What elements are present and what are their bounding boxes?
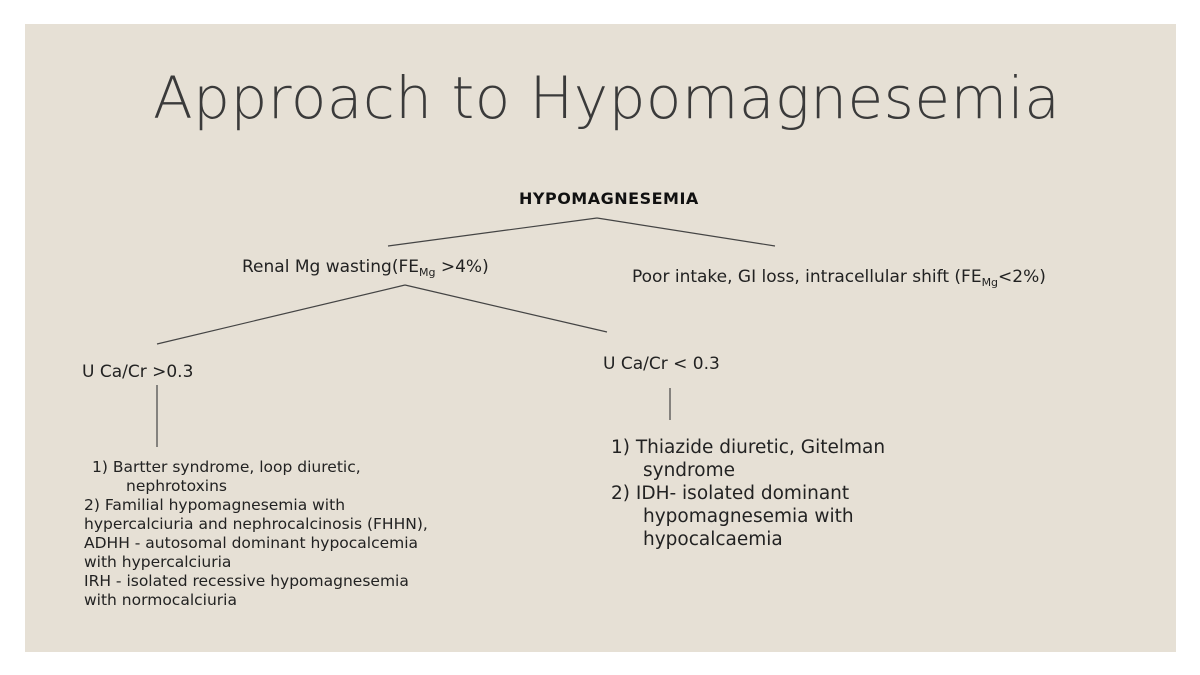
connector-root-right bbox=[596, 217, 776, 247]
poor-prefix: Poor intake, GI loss, intracellular shif… bbox=[632, 267, 982, 287]
list-item: hypomagnesemia with bbox=[643, 506, 854, 527]
list-item: 1) Thiazide diuretic, Gitelman bbox=[611, 437, 886, 458]
renal-prefix: Renal Mg wasting(FE bbox=[242, 257, 419, 277]
connector-renal-left bbox=[156, 284, 406, 345]
poor-intake-node: Poor intake, GI loss, intracellular shif… bbox=[632, 267, 1046, 289]
list-item: 1) Bartter syndrome, loop diuretic, bbox=[92, 458, 361, 476]
list-item: ADHH - autosomal dominant hypocalcemia bbox=[84, 534, 419, 552]
poor-subscript: Mg bbox=[981, 276, 999, 289]
connector-renal-right bbox=[404, 284, 608, 333]
slide-title: Approach to Hypomagnesemia bbox=[153, 64, 1061, 132]
tree-connectors bbox=[156, 217, 776, 447]
list-item: with hypercalciuria bbox=[84, 553, 232, 571]
high-ratio-causes: 1) Bartter syndrome, loop diuretic, neph… bbox=[84, 458, 562, 610]
renal-subscript: Mg bbox=[418, 266, 436, 279]
poor-suffix: <2%) bbox=[998, 267, 1046, 287]
connector-root-left bbox=[387, 217, 598, 247]
low-ratio-causes: 1) Thiazide diuretic, Gitelman syndrome … bbox=[611, 436, 971, 551]
renal-wasting-node: Renal Mg wasting(FEMg >4%) bbox=[242, 257, 489, 279]
root-node: HYPOMAGNESEMIA bbox=[519, 189, 699, 208]
renal-suffix: >4%) bbox=[435, 257, 489, 277]
list-item: syndrome bbox=[643, 460, 735, 481]
list-item: with normocalciuria bbox=[84, 591, 237, 609]
list-item: 2) IDH- isolated dominant bbox=[611, 483, 850, 504]
high-ratio-node: U Ca/Cr >0.3 bbox=[82, 362, 194, 382]
list-item: 2) Familial hypomagnesemia with bbox=[84, 496, 346, 514]
slide: Approach to Hypomagnesemia HYPOMAGNESEMI… bbox=[25, 24, 1176, 652]
list-item: IRH - isolated recessive hypomagnesemia bbox=[84, 572, 409, 590]
list-item: hypocalcaemia bbox=[643, 529, 783, 550]
low-ratio-node: U Ca/Cr < 0.3 bbox=[603, 354, 720, 374]
list-item: nephrotoxins bbox=[126, 477, 227, 495]
list-item: hypercalciuria and nephrocalcinosis (FHH… bbox=[84, 515, 428, 533]
